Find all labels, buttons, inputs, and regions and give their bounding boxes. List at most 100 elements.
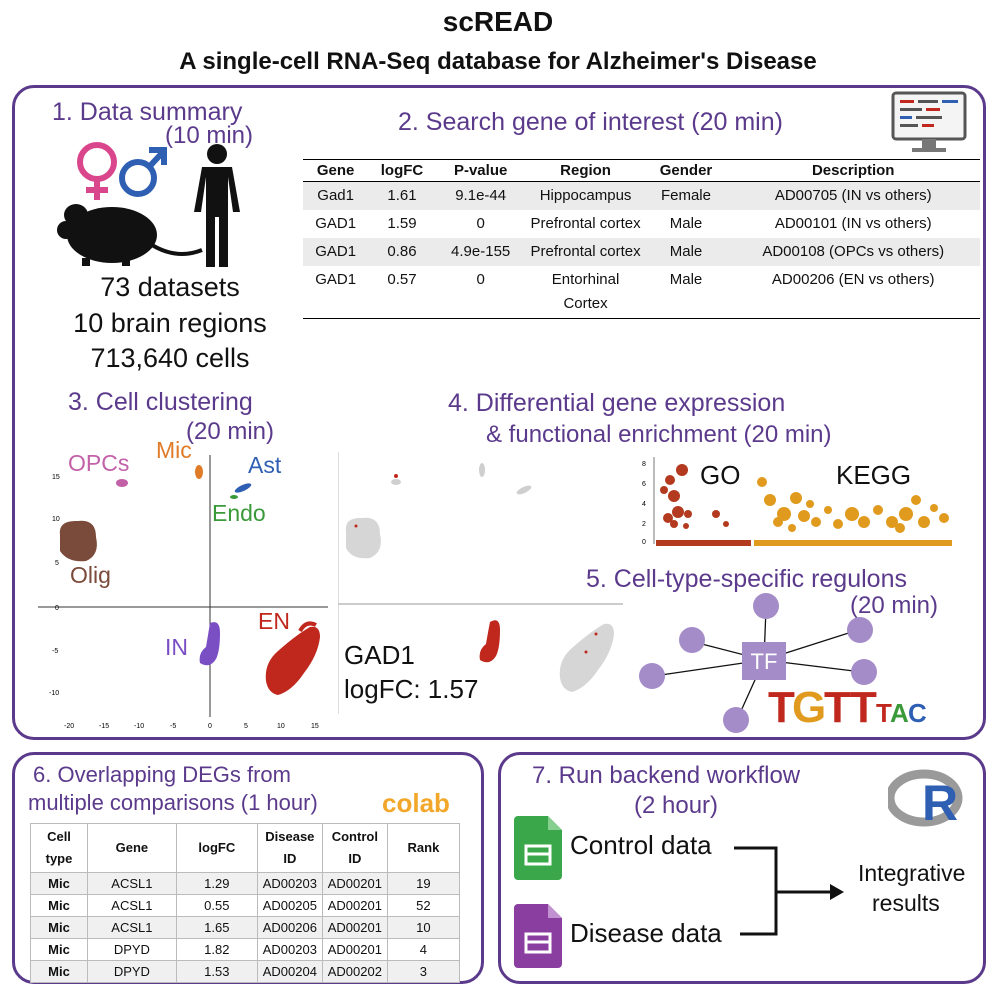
cell: 1.59 bbox=[387, 215, 417, 232]
regulons-time: (20 min) bbox=[850, 592, 939, 619]
kegg-label: KEGG bbox=[836, 460, 912, 490]
cell: Mic bbox=[30, 894, 88, 917]
en-cluster-tail bbox=[298, 621, 317, 633]
cell: 1.53 bbox=[175, 960, 258, 983]
kegg-bar bbox=[754, 540, 952, 546]
target-node bbox=[723, 707, 749, 733]
y-tick: 10 bbox=[52, 516, 60, 523]
cell: GAD1 bbox=[303, 266, 369, 319]
table-row[interactable]: GAD1 0.86 4.9e-155 Prefrontal cortex Mal… bbox=[303, 238, 980, 266]
disease-sheet-icon bbox=[514, 904, 562, 968]
cell: ACSL1 bbox=[87, 916, 177, 939]
cell: Entorhinal Cortex bbox=[525, 266, 646, 319]
x-tick: 15 bbox=[311, 723, 319, 730]
in-cluster bbox=[199, 622, 220, 666]
cell: 3 bbox=[386, 960, 461, 983]
x-tick: 0 bbox=[208, 723, 212, 730]
stat-regions: 10 brain regions bbox=[73, 308, 267, 338]
y-tick: -5 bbox=[52, 648, 58, 655]
label-opcs: OPCs bbox=[68, 450, 130, 476]
cell: Mic bbox=[30, 960, 88, 983]
gene-search-table: Gene logFC P-value Region Gender Descrip… bbox=[303, 159, 980, 319]
cell: Mic bbox=[30, 938, 88, 961]
main-panel bbox=[12, 85, 986, 740]
ast-cluster bbox=[234, 483, 252, 493]
col-description: Description bbox=[726, 159, 980, 182]
gad1-label: GAD1 bbox=[344, 640, 415, 670]
r-logo: R bbox=[888, 769, 963, 830]
table-row[interactable]: GAD1 0.57 0 Entorhinal Cortex Male AD002… bbox=[303, 266, 980, 319]
data-summary-time: (10 min) bbox=[165, 122, 254, 149]
cell: AD00108 (OPCs vs others) bbox=[726, 238, 980, 266]
male-icon bbox=[119, 147, 167, 197]
table-row[interactable]: Mic DPYD 1.82 AD00203 AD00201 4 bbox=[30, 938, 461, 961]
cell: 4.9e-155 bbox=[435, 238, 526, 266]
go-label: GO bbox=[700, 460, 741, 490]
col-control-id: Control ID bbox=[321, 823, 388, 873]
table-row[interactable]: Mic DPYD 1.53 AD00204 AD00202 3 bbox=[30, 960, 461, 983]
table-row[interactable]: Mic ACSL1 0.55 AD00205 AD00201 52 bbox=[30, 894, 461, 917]
cell: Prefrontal cortex bbox=[530, 215, 641, 232]
cell: 10 bbox=[386, 916, 461, 939]
r-logo-letter: R bbox=[922, 775, 958, 830]
cell: Male bbox=[645, 238, 727, 266]
page-subtitle: A single-cell RNA-Seq database for Alzhe… bbox=[179, 48, 817, 75]
x-tick: -20 bbox=[64, 723, 74, 730]
cell: 19 bbox=[386, 872, 461, 895]
gad1-expression-cluster bbox=[479, 620, 500, 663]
cell: AD00202 bbox=[321, 960, 388, 983]
human-icon bbox=[194, 144, 240, 267]
cell-clustering-heading: 3. Cell clustering bbox=[68, 388, 253, 416]
motif-letter: C bbox=[908, 698, 927, 728]
cell: 4 bbox=[386, 938, 461, 961]
col-gender: Gender bbox=[645, 159, 727, 182]
regulons-heading: 5. Cell-type-specific regulons bbox=[586, 565, 907, 593]
cell: 1.61 bbox=[368, 181, 436, 210]
regulon-network: TF bbox=[639, 593, 877, 733]
page-title: scREAD bbox=[442, 6, 554, 37]
control-sheet-icon bbox=[514, 816, 562, 880]
table-row[interactable]: Gad1 1.61 9.1e-44 Hippocampus Female AD0… bbox=[303, 181, 980, 210]
workflow-arrows bbox=[734, 846, 844, 936]
control-data-label: Control data bbox=[570, 830, 712, 860]
cell: ACSL1 bbox=[87, 894, 177, 917]
col-disease-id: Disease ID bbox=[256, 823, 323, 873]
col-logfc: logFC bbox=[175, 823, 258, 873]
cell: Male bbox=[669, 215, 703, 232]
stat-cells: 713,640 cells bbox=[90, 343, 250, 373]
panel-backend-workflow bbox=[498, 752, 986, 984]
table-row[interactable]: GAD1 1.59 0 Prefrontal cortex Male AD001… bbox=[303, 210, 980, 238]
cell: ACSL1 bbox=[87, 872, 177, 895]
y-tick: -10 bbox=[49, 690, 59, 697]
cell: AD00201 bbox=[321, 916, 388, 939]
cell: 1.82 bbox=[175, 938, 258, 961]
y-tick: 8 bbox=[642, 461, 646, 468]
table-row[interactable]: Mic ACSL1 1.29 AD00203 AD00201 19 bbox=[30, 872, 461, 895]
cell: DPYD bbox=[87, 938, 177, 961]
cell: AD00101 (IN vs others) bbox=[774, 215, 932, 232]
target-node bbox=[679, 627, 705, 653]
y-tick: 4 bbox=[642, 501, 646, 508]
cell: 1.29 bbox=[175, 872, 258, 895]
integrative-results-label: Integrative bbox=[858, 860, 966, 886]
logfc-label: logFC: 1.57 bbox=[344, 674, 479, 704]
cell: Mic bbox=[30, 872, 88, 895]
label-en: EN bbox=[258, 608, 290, 634]
target-node bbox=[753, 593, 779, 619]
cell: AD00705 (IN vs others) bbox=[726, 181, 980, 210]
female-icon bbox=[77, 142, 117, 200]
monitor-icon bbox=[891, 91, 967, 152]
disease-data-label: Disease data bbox=[570, 918, 722, 948]
table-row[interactable]: Mic ACSL1 1.65 AD00206 AD00201 10 bbox=[30, 916, 461, 939]
col-region: Region bbox=[525, 159, 646, 182]
integrative-results-label-2: results bbox=[872, 890, 940, 916]
opcs-cluster bbox=[116, 479, 128, 487]
summary-icons bbox=[57, 142, 240, 267]
cell: 0.57 bbox=[368, 266, 436, 319]
functional-enrichment-heading: & functional enrichment (20 min) bbox=[486, 421, 832, 448]
target-node bbox=[851, 659, 877, 685]
col-logfc: logFC bbox=[368, 159, 436, 182]
cell: AD00203 bbox=[256, 872, 323, 895]
go-bar bbox=[656, 540, 751, 546]
motif-letter: T bbox=[850, 683, 877, 728]
